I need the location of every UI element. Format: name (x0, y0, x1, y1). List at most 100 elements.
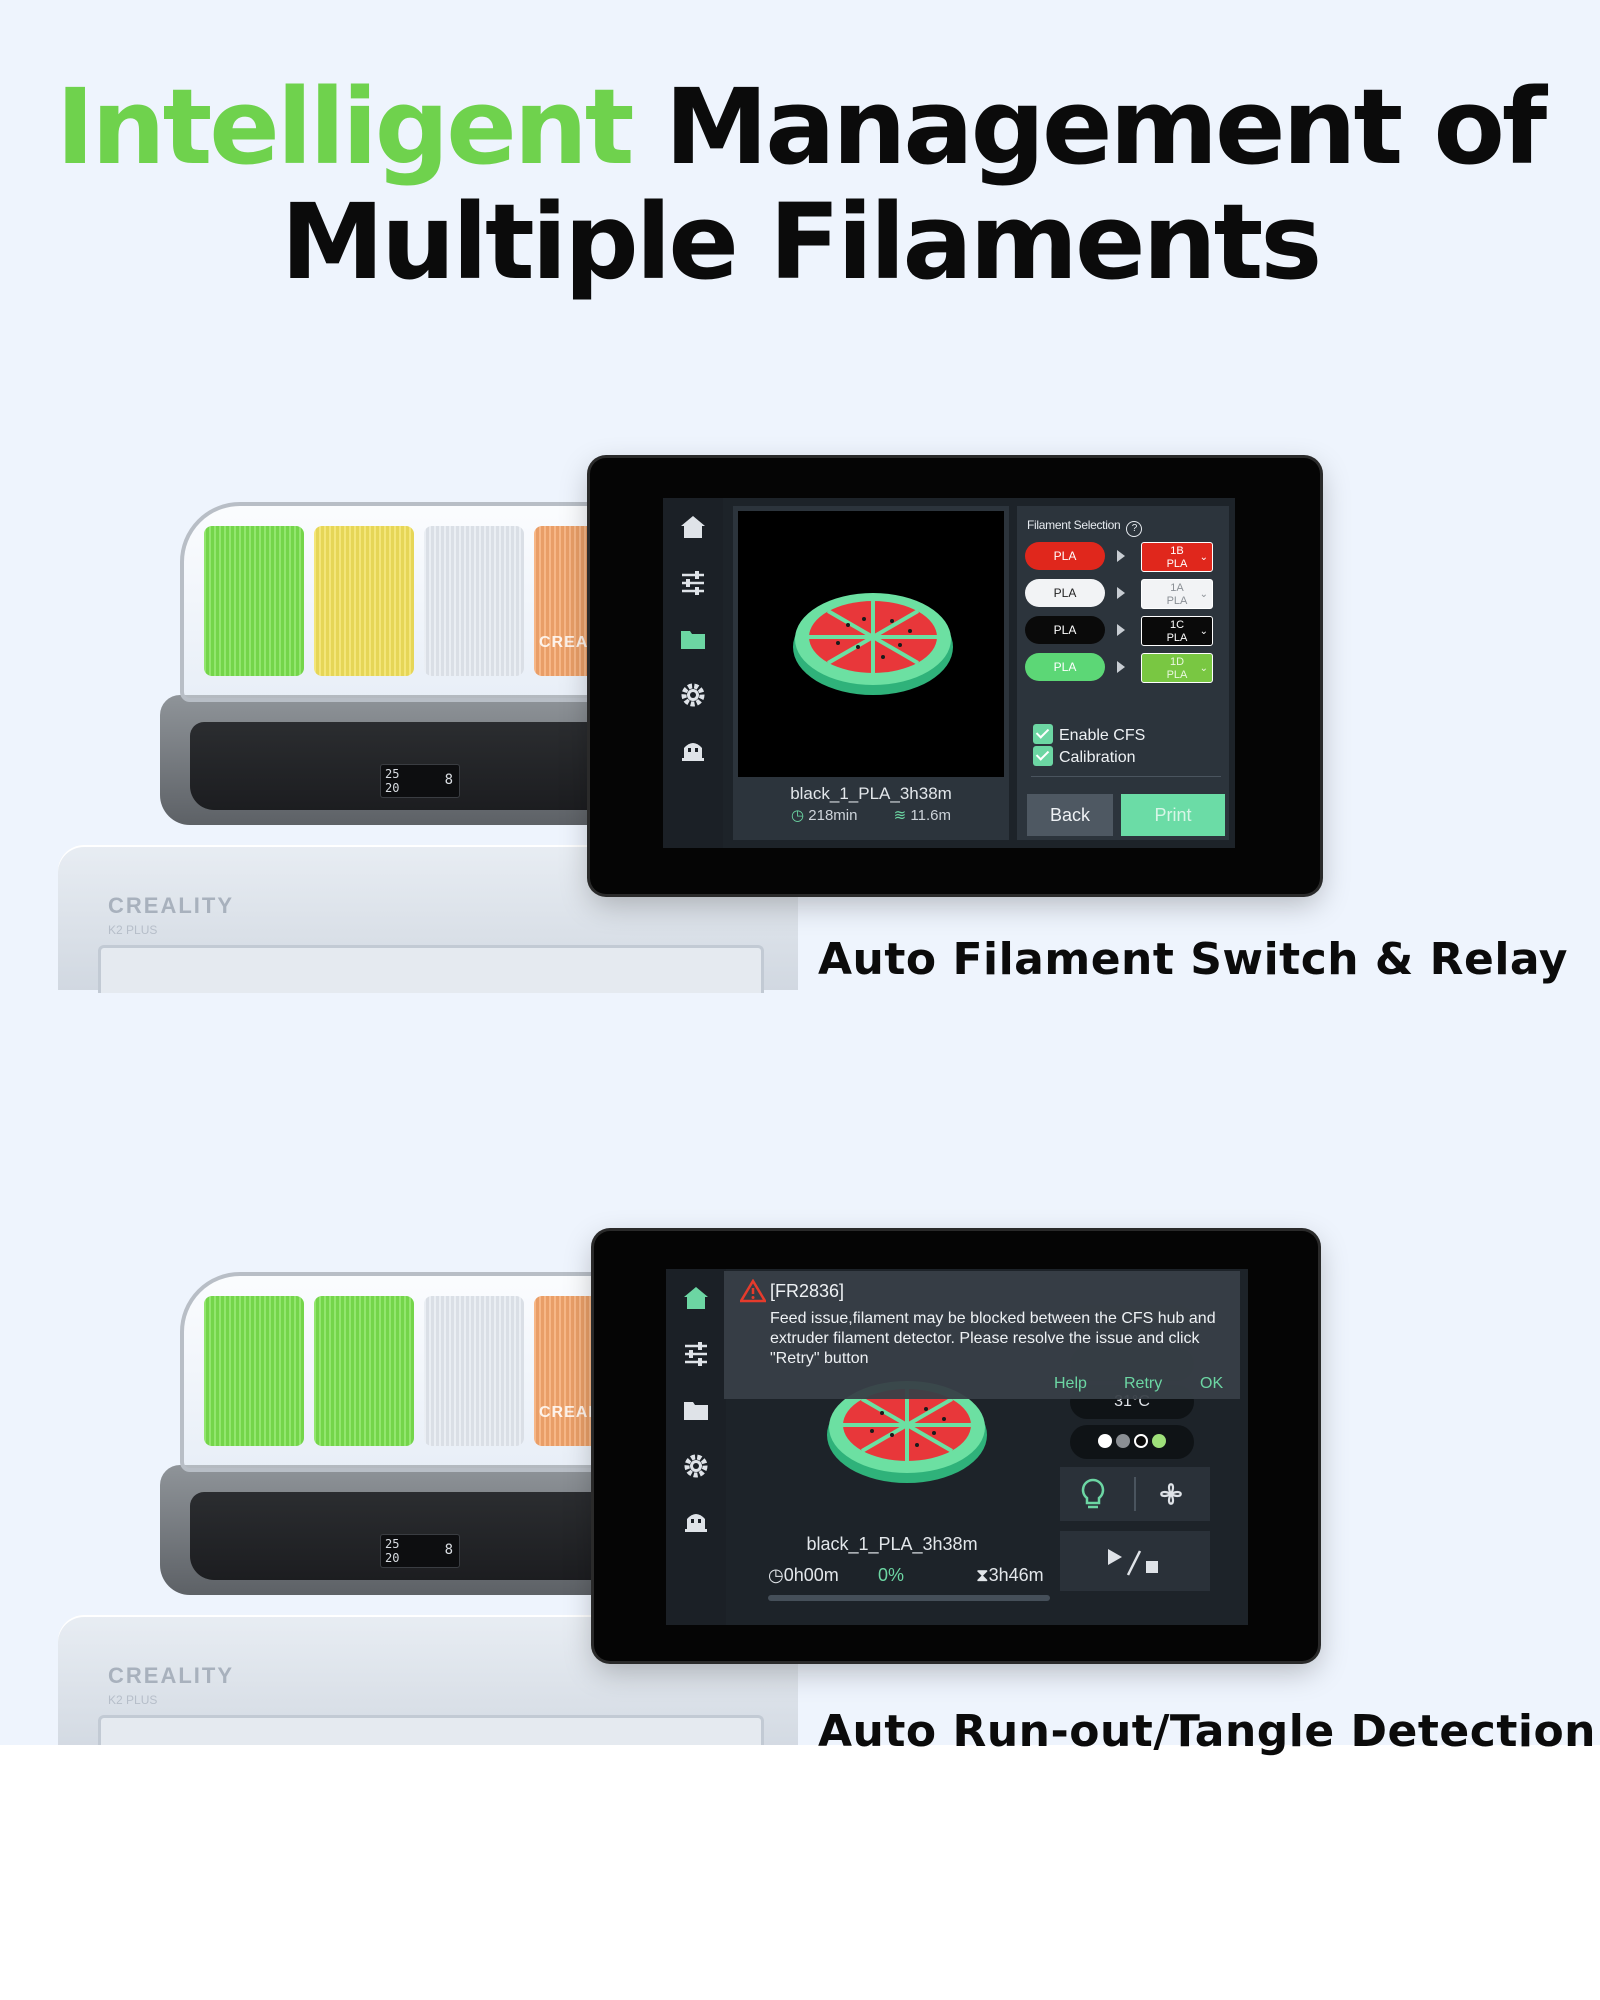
filament-color-dot (1134, 1434, 1148, 1448)
sliders-icon[interactable] (681, 1339, 711, 1369)
spool (424, 526, 524, 676)
filament-selection-title: Filament Selection? (1027, 518, 1143, 537)
filament-material-pill[interactable]: PLA (1025, 616, 1105, 644)
side-nav (666, 1269, 726, 1625)
remaining-time-value: 3h46m (988, 1565, 1044, 1585)
touchscreen-device-2: black_1_PLA_3h38m ◷0h00m 0% ⧗3h46m 31°C (594, 1231, 1318, 1661)
spool (204, 526, 304, 676)
home-icon[interactable] (681, 1283, 711, 1313)
print-button[interactable]: Print (1121, 794, 1225, 836)
filament-material-pill[interactable]: PLA (1025, 653, 1105, 681)
slot-material: PLA (1166, 595, 1188, 607)
arrow-right-icon (1117, 624, 1125, 636)
k2-brand-label: CREALITY (108, 1663, 234, 1688)
robot-icon[interactable] (681, 1505, 711, 1535)
spool (314, 526, 414, 676)
slot-id: 1D (1169, 656, 1185, 668)
progress-bar (768, 1595, 1050, 1601)
slot-material: PLA (1166, 669, 1188, 681)
page-headline: Intelligent Management of Multiple Filam… (0, 70, 1600, 300)
cfs-humidity-display: 25 20 8 (380, 764, 460, 798)
filament-color-dot (1098, 1434, 1112, 1448)
help-button[interactable]: Help (1054, 1375, 1087, 1392)
enable-cfs-label: Enable CFS (1059, 727, 1146, 744)
k2-model-label: K2 PLUS (108, 923, 158, 937)
elapsed-time-value: 0h00m (783, 1565, 839, 1585)
home-icon[interactable] (678, 512, 708, 542)
sliders-icon[interactable] (678, 568, 708, 598)
back-button[interactable]: Back (1027, 794, 1113, 836)
headline-line-1: Intelligent Management of (0, 70, 1600, 185)
chevron-down-icon: ⌄ (1199, 552, 1208, 563)
robot-icon[interactable] (678, 734, 708, 764)
filament-slots-card[interactable] (1070, 1425, 1194, 1459)
light-bulb-icon[interactable] (1078, 1477, 1108, 1511)
enable-cfs-checkbox[interactable]: Enable CFS (1033, 724, 1145, 746)
checkbox-checked-icon (1033, 746, 1053, 766)
play-stop-panel (1060, 1531, 1210, 1591)
filament-length-value: 11.6m (910, 807, 951, 824)
caption-auto-switch: Auto Filament Switch & Relay (818, 934, 1568, 985)
remaining-time: ⧗3h46m (976, 1565, 1044, 1586)
spool (424, 1296, 524, 1446)
warning-icon (740, 1279, 766, 1303)
print-time: ◷ 218min (791, 807, 857, 824)
spool (204, 1296, 304, 1446)
checkbox-checked-icon (1033, 724, 1053, 744)
filament-material-pill[interactable]: PLA (1025, 579, 1105, 607)
clock-icon: ◷ (791, 807, 805, 824)
panel-divider (1134, 1477, 1136, 1511)
cfs-display-slot: 8 (444, 772, 453, 788)
retry-button[interactable]: Retry (1124, 1375, 1163, 1392)
k2-brand-label: CREALITY (108, 893, 234, 918)
model-file-name: black_1_PLA_3h38m (806, 1534, 978, 1554)
touchscreen-device-1: black_1_PLA_3h38m ◷ 218min ≋ 11.6m Filam… (590, 458, 1320, 894)
slot-id: 1B (1170, 545, 1184, 557)
hourglass-icon: ⧗ (976, 1565, 989, 1585)
k2-model-label: K2 PLUS (108, 1693, 158, 1707)
watermelon-model-image (827, 1381, 987, 1483)
ok-button[interactable]: OK (1200, 1375, 1224, 1392)
gear-icon[interactable] (678, 680, 708, 710)
cfs-display-value-1: 25 (385, 1537, 400, 1551)
filament-selection-title-text: Filament Selection (1027, 518, 1121, 532)
k2-window (98, 945, 764, 993)
filament-color-dot (1152, 1434, 1166, 1448)
model-preview-card[interactable]: black_1_PLA_3h38m ◷ 218min ≋ 11.6m (733, 506, 1009, 840)
slot-material: PLA (1166, 558, 1188, 570)
screen-filament-selection: black_1_PLA_3h38m ◷ 218min ≋ 11.6m Filam… (663, 498, 1235, 848)
filament-material-pill[interactable]: PLA (1025, 542, 1105, 570)
model-meta: ◷ 218min ≋ 11.6m (733, 806, 1009, 824)
bottom-band (0, 1745, 1600, 2000)
caption-runout-detection: Auto Run-out/Tangle Detection (818, 1706, 1596, 1757)
filament-icon: ≋ (893, 807, 907, 824)
gear-icon[interactable] (681, 1451, 711, 1481)
cfs-display-value-1: 25 (385, 767, 400, 781)
model-file-name: black_1_PLA_3h38m (790, 784, 952, 803)
chevron-down-icon: ⌄ (1199, 589, 1208, 600)
error-code: [FR2836] (770, 1281, 845, 1301)
headline-rest: Management of (664, 66, 1547, 188)
cfs-display-value-2: 20 (385, 781, 400, 795)
folder-icon[interactable] (681, 1395, 711, 1425)
panel-divider (1031, 776, 1221, 777)
arrow-right-icon (1117, 550, 1125, 562)
play-stop-icon[interactable] (1104, 1545, 1164, 1579)
calibration-checkbox[interactable]: Calibration (1033, 746, 1135, 768)
folder-icon[interactable] (678, 624, 708, 654)
arrow-right-icon (1117, 661, 1125, 673)
fan-icon[interactable] (1156, 1479, 1186, 1509)
light-fan-panel (1060, 1467, 1210, 1521)
filament-length: ≋ 11.6m (894, 807, 951, 824)
help-icon[interactable]: ? (1126, 521, 1143, 537)
chevron-down-icon: ⌄ (1199, 626, 1208, 637)
